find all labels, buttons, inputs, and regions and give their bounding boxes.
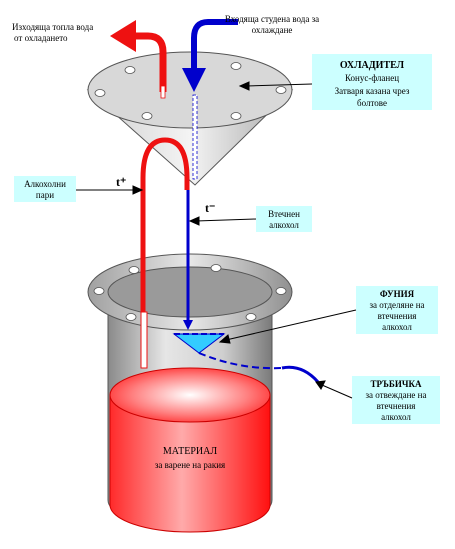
svg-text:охлаждане: охлаждане	[252, 25, 293, 35]
t-minus-mark: t⁻	[205, 201, 215, 215]
liquid-alcohol-pipe	[183, 190, 193, 330]
svg-text:МАТЕРИАЛ: МАТЕРИАЛ	[163, 446, 217, 457]
svg-text:алкохол: алкохол	[381, 412, 411, 422]
svg-text:Конус-фланец: Конус-фланец	[345, 73, 399, 83]
svg-text:ОХЛАДИТЕЛ: ОХЛАДИТЕЛ	[340, 60, 405, 71]
t-plus-mark: t⁺	[116, 175, 126, 189]
cooler-cone	[86, 51, 294, 186]
svg-text:болтове: болтове	[357, 98, 387, 108]
svg-text:Входяща студена вода за: Входяща студена вода за	[225, 14, 319, 24]
svg-text:за отвеждане на: за отвеждане на	[366, 390, 427, 400]
label-cooler: ОХЛАДИТЕЛ Конус-фланец Затваря казана чр…	[312, 54, 432, 110]
cooler-bolt-holes	[94, 62, 287, 120]
cold-water-inlet-pipe	[182, 19, 238, 180]
svg-text:Втечнен: Втечнен	[268, 209, 300, 219]
svg-text:Изходяща топла вода: Изходяща топла вода	[12, 22, 93, 32]
svg-text:алкохол: алкохол	[269, 220, 299, 230]
arrow-down-icon	[182, 68, 206, 92]
svg-text:пари: пари	[36, 190, 54, 200]
hot-water-outlet-pipe	[110, 20, 167, 99]
svg-text:втечнения: втечнения	[378, 311, 417, 321]
svg-text:ТРЪБИЧКА: ТРЪБИЧКА	[371, 379, 422, 389]
label-material: МАТЕРИАЛ за варене на ракия	[155, 446, 225, 470]
label-liquid-alcohol: Втечнен алкохол	[256, 206, 312, 232]
svg-text:втечнения: втечнения	[377, 401, 416, 411]
label-alcohol-vapor: Алкохолни пари	[14, 176, 76, 202]
svg-text:Алкохолни: Алкохолни	[24, 179, 66, 189]
pot-bolt-holes	[93, 264, 287, 321]
svg-text:за варене на ракия: за варене на ракия	[155, 460, 225, 470]
svg-text:от охладането: от охладането	[14, 33, 68, 43]
material-cylinder	[109, 367, 271, 533]
svg-text:за отделяне на: за отделяне на	[369, 300, 424, 310]
label-hot-water-out: Изходяща топла вода от охладането	[12, 22, 93, 43]
drain-tube	[198, 352, 320, 384]
label-funnel: ФУНИЯ за отделяне на втечнения алкохол	[356, 286, 438, 334]
label-cold-water-in: Входяща студена вода за охлаждане	[225, 14, 319, 35]
svg-text:алкохол: алкохол	[382, 322, 412, 332]
svg-text:ФУНИЯ: ФУНИЯ	[380, 289, 415, 299]
funnel	[172, 333, 226, 354]
leader-lines	[76, 81, 357, 399]
svg-text:Затваря казана чрез: Затваря казана чрез	[335, 86, 410, 96]
label-tube: ТРЪБИЧКА за отвеждане на втечнения алкох…	[352, 376, 440, 424]
hot-vapor-pipe	[140, 137, 190, 369]
arrow-up-left-icon	[110, 20, 136, 52]
